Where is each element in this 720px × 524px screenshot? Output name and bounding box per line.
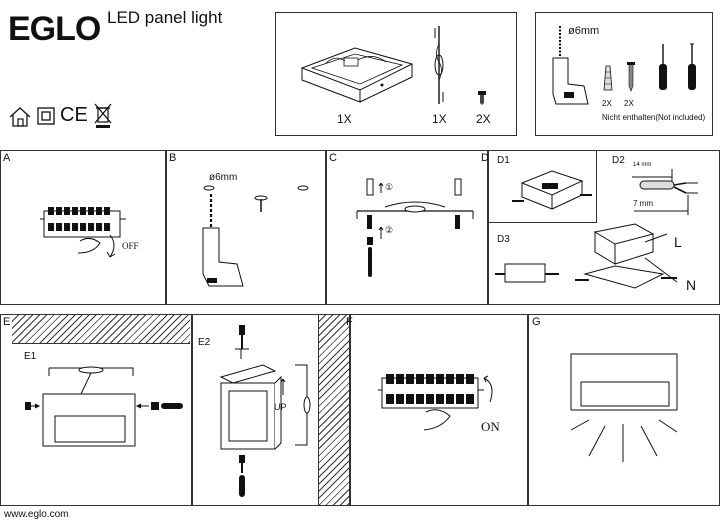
flat-screwdriver-icon [659, 44, 667, 90]
wall-hatch [318, 315, 349, 505]
terminal-box-drawing [512, 170, 592, 210]
lit-panel-drawing [570, 353, 678, 462]
step-e2-label: E2 [198, 337, 211, 348]
website-url[interactable]: www.eglo.com [4, 509, 69, 520]
on-label: ON [481, 419, 500, 434]
step-d3-label: D3 [497, 234, 510, 245]
breaker-switch-on-drawing [378, 374, 493, 431]
class-two-insulation-icon [37, 107, 55, 125]
step-d2-label: D2 [612, 155, 625, 166]
step-d-label: D [481, 152, 489, 164]
phillips-screwdriver-icon [688, 43, 696, 90]
tools-panel [535, 12, 713, 136]
wood-screw-icon [627, 62, 635, 92]
breaker-switch-off-drawing [40, 207, 126, 258]
ceiling-drill-drawing [202, 185, 309, 287]
step-c-mark-one: ① [385, 182, 394, 192]
indoor-use-icon [9, 107, 31, 127]
off-label: OFF [122, 241, 139, 251]
step-c-panel [326, 150, 488, 305]
drill-size-label: ø6mm [568, 25, 600, 37]
step-b-label: B [169, 152, 177, 164]
step-c-mark-two: ② [385, 225, 394, 235]
step-e-label: E [3, 316, 11, 328]
panel-quantity: 1X [337, 112, 352, 126]
ce-mark-icon: CE [60, 104, 88, 126]
step-d1-label: D1 [497, 155, 510, 166]
neutral-wire-label: N [686, 277, 697, 293]
up-arrow-label: UP [274, 402, 287, 412]
drill-icon [552, 26, 589, 105]
package-contents-panel [275, 12, 517, 136]
step-c-label: C [329, 152, 337, 164]
tool-screw-quantity: 2X [624, 99, 634, 108]
connection-drawing [495, 223, 678, 289]
screw-quantity: 2X [476, 112, 491, 126]
step-b-drill-size: ø6mm [209, 172, 238, 183]
screw-drawing [478, 91, 486, 105]
not-included-note: Nicht enthalten(Not included) [602, 113, 706, 122]
ceiling-mount-drawing [25, 366, 183, 447]
bracket-quantity: 1X [432, 112, 447, 126]
step-b-panel [166, 150, 326, 305]
weee-bin-icon [94, 103, 112, 128]
strip-length-7mm: 7 mm [633, 199, 653, 208]
step-d-divider-vertical [596, 150, 597, 223]
plug-quantity: 2X [602, 99, 612, 108]
step-f-label: F [346, 316, 353, 328]
brand-logo: EGLO [8, 10, 101, 48]
step-d-divider [488, 222, 596, 223]
step-g-label: G [532, 316, 541, 328]
step-a-label: A [3, 152, 11, 164]
wall-plug-icon [603, 65, 613, 91]
strip-length-14mm: 14 mm [633, 162, 652, 168]
mounting-bracket-drawing [434, 26, 444, 104]
wall-mount-drawing [219, 325, 311, 497]
product-title: LED panel light [107, 8, 223, 27]
panel-frame-drawing [300, 47, 414, 103]
step-e-panel [0, 314, 192, 506]
bracket-mount-drawing [356, 178, 474, 277]
ceiling-hatch [12, 315, 190, 344]
live-wire-label: L [674, 234, 682, 250]
wire-strip-drawing [632, 169, 698, 215]
step-e1-label: E1 [24, 351, 37, 362]
